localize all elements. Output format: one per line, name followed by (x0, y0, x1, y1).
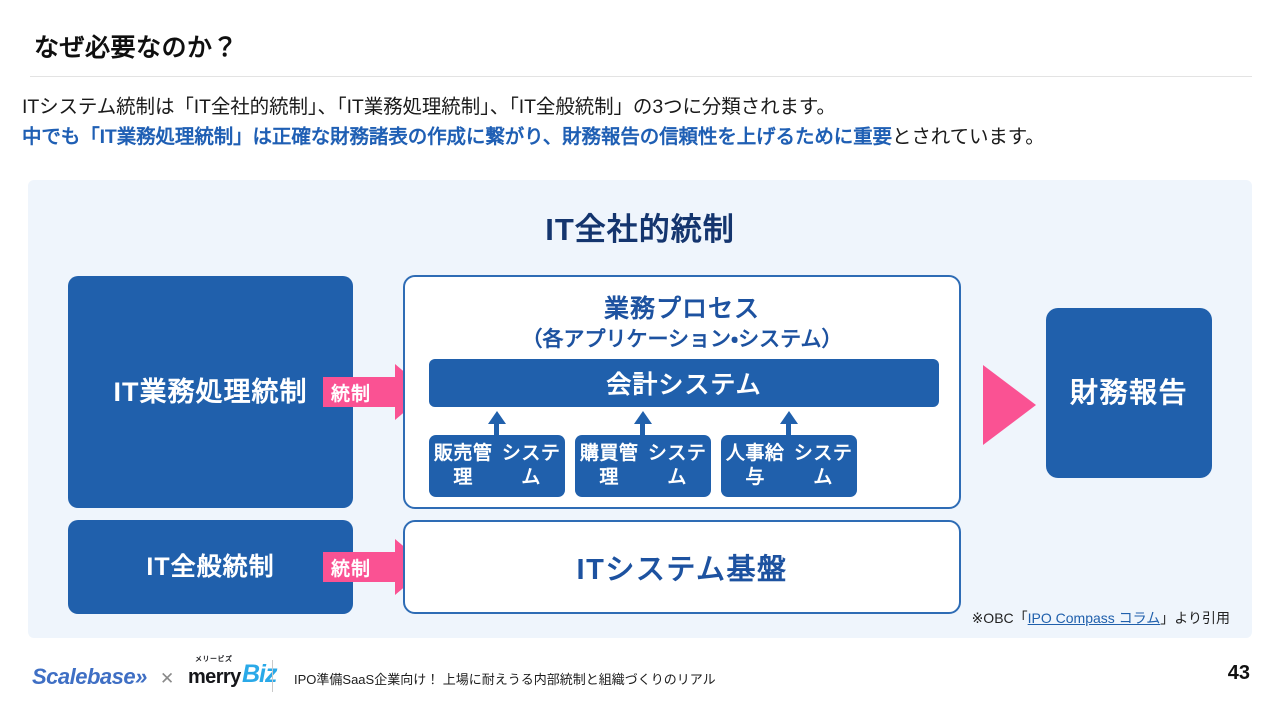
connector-stem-hr (786, 422, 791, 436)
subbox-line-1: 販売管理 (433, 443, 493, 488)
scalebase-logo: Scalebase» (32, 664, 147, 689)
connector-arrow-purchasing-icon (634, 411, 652, 424)
lead-tail: とされています。 (891, 126, 1045, 149)
process-title: 業務プロセス (603, 295, 760, 323)
panel-business-process: 業務プロセス （各アプリケーション・システム） 会計システム 販売管理 システム… (403, 275, 961, 509)
connector-arrow-hr-icon (780, 411, 798, 424)
box-it-general-controls: IT全般統制 (68, 520, 353, 614)
arrow-label-control-2: 統制 (331, 559, 372, 580)
citation-prefix: ※OBC「 (971, 610, 1028, 626)
arrow-tail (323, 377, 397, 407)
arrow-label-control-1: 統制 (331, 384, 372, 405)
arrow-to-financial-report (983, 365, 1036, 445)
connector-arrow-sales-icon (488, 411, 506, 424)
subbox-line-2: システム (501, 443, 561, 488)
cross-icon: ✕ (160, 669, 175, 688)
lead-emphasis: 中でも「IT業務処理統制」は正確な財務諸表の作成に繋がり、財務報告の信頼性を上げ… (22, 126, 892, 149)
connector-stem-purchasing (640, 422, 645, 436)
diagram-heading: IT全社的統制 (545, 212, 735, 247)
panel-it-infrastructure: ITシステム基盤 (403, 520, 961, 614)
lead-paragraph: ITシステム統制は「IT全社的統制」、「IT業務処理統制」、「IT全般統制」の3… (22, 92, 1262, 152)
lead-line-2: 中でも「IT業務処理統制」は正確な財務諸表の作成に繋がり、財務報告の信頼性を上げ… (22, 122, 1262, 152)
citation-link[interactable]: IPO Compass コラム (1027, 610, 1161, 626)
subbox-line-2: システム (647, 443, 707, 488)
citation-suffix: 」より引用 (1160, 610, 1230, 626)
page-number: 43 (1227, 662, 1250, 684)
subbox-line-1: 人事給与 (725, 443, 785, 488)
box-accounting-system: 会計システム (429, 359, 939, 407)
box-financial-report: 財務 報告 (1046, 308, 1212, 478)
citation: ※OBC「IPO Compass コラム」より引用 (972, 608, 1230, 628)
title-divider (30, 76, 1252, 77)
footer-divider (272, 660, 273, 692)
infrastructure-label: ITシステム基盤 (576, 554, 788, 586)
arrow-tail (323, 552, 397, 582)
box-sales-management-system: 販売管理 システム (429, 435, 565, 497)
lead-line-1: ITシステム統制は「IT全社的統制」、「IT業務処理統制」、「IT全般統制」の3… (22, 96, 836, 118)
subbox-line-1: 購買管理 (579, 443, 639, 488)
report-line-2: 報告 (1129, 376, 1189, 408)
merrybiz-logo-merry: merry (188, 666, 241, 688)
merrybiz-kana-label: メリービズ (195, 656, 233, 663)
box-it-application-controls: IT業務処理統制 (68, 276, 353, 508)
page-title: なぜ必要なのか？ (34, 34, 239, 62)
footer: Scalebase» ✕ メリービズ merry Biz IPO準備SaaS企業… (0, 646, 1280, 720)
merrybiz-logo-biz: Biz (242, 660, 277, 688)
connector-stem-sales (494, 422, 499, 436)
process-subtitle: （各アプリケーション・システム） (521, 328, 843, 351)
footer-subtitle: IPO準備SaaS企業向け！ 上場に耐えうる内部統制と組織づくりのリアル (294, 672, 716, 687)
box-purchasing-management-system: 購買管理 システム (575, 435, 711, 497)
diagram-panel: IT全社的統制 IT業務処理統制 IT全般統制 統制 統制 業務プロセス （各ア… (28, 180, 1252, 638)
box-hr-payroll-system: 人事給与 システム (721, 435, 857, 497)
report-line-1: 財務 (1069, 376, 1129, 408)
subbox-line-2: システム (793, 443, 853, 488)
